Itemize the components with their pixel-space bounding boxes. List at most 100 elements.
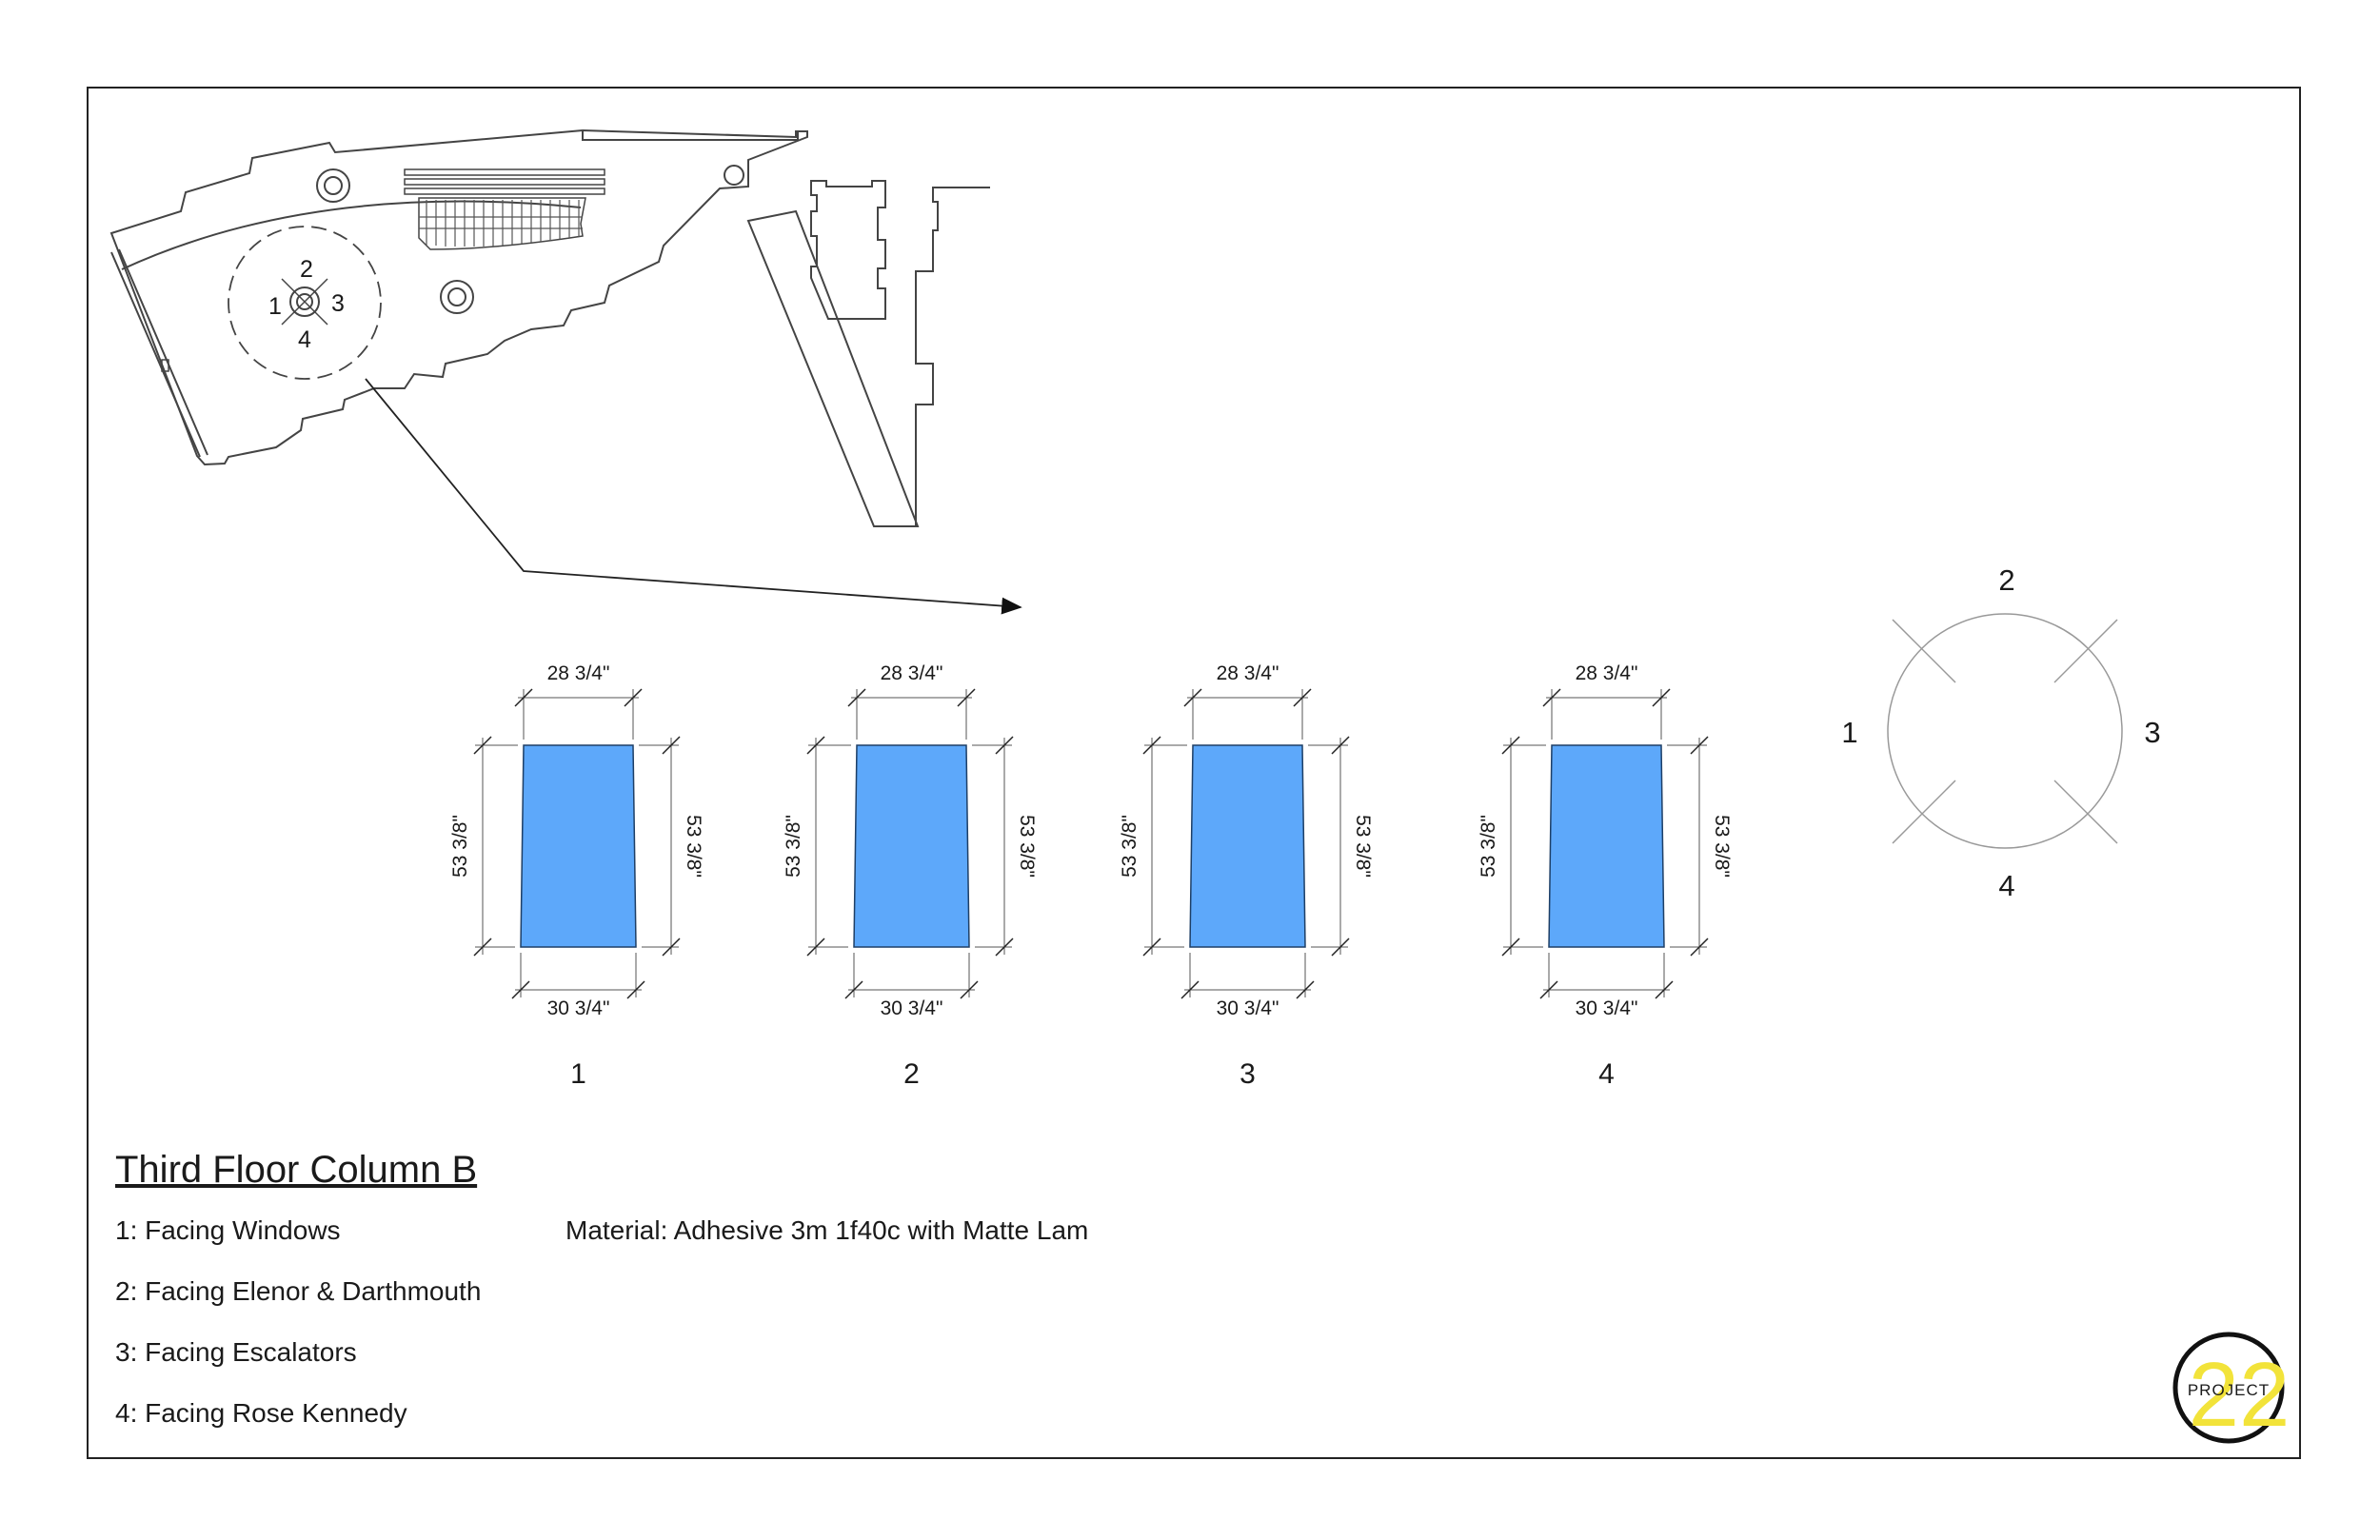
dimension-label-right: 53 3/8" xyxy=(1016,815,1038,878)
dimension-tick xyxy=(1142,938,1161,957)
panel-3: 28 3/4" 30 3/4" 53 3/8" 53 3/8" 3 xyxy=(1119,662,1374,1090)
compass-tick xyxy=(2053,619,2118,683)
panel-face xyxy=(1548,744,1665,948)
logo-ring xyxy=(2172,1332,2285,1444)
panel-1: 28 3/4"30 3/4"53 3/8"53 3/8"1 xyxy=(449,662,704,1090)
plan-label-2: 2 xyxy=(300,256,313,283)
dimension-tick xyxy=(662,736,681,755)
dimension-tick xyxy=(806,736,825,755)
compass-tick xyxy=(1892,619,1956,683)
dimension-label-left: 53 3/8" xyxy=(783,815,804,878)
dimension-tick xyxy=(1539,980,1558,999)
dimension-tick xyxy=(844,980,863,999)
dimension-tick xyxy=(1331,938,1350,957)
panel-group: 28 3/4" 30 3/4" 53 3/8" 53 3/8" 1 28 3/4" 30 3… xyxy=(449,662,1733,1090)
panel-number: 2 xyxy=(903,1058,920,1090)
dimension-tick xyxy=(806,938,825,957)
dimension-tick xyxy=(1501,736,1520,755)
dimension-tick xyxy=(662,938,681,957)
dimension-label-right: 53 3/8" xyxy=(1352,815,1374,878)
logo-text: PROJECT xyxy=(2188,1381,2270,1399)
room-wall xyxy=(915,187,990,526)
target-column-zone xyxy=(228,226,382,380)
dimension-label-top: 28 3/4" xyxy=(881,662,943,684)
compass-label-1: 1 xyxy=(1841,716,1857,749)
dimension-label-right: 53 3/8" xyxy=(683,815,704,878)
building-outline xyxy=(109,128,808,466)
dimension-tick xyxy=(1652,688,1671,707)
dimension-tick xyxy=(995,736,1014,755)
plan-column-labels: 1 2 3 4 xyxy=(268,256,345,353)
leader-arrow xyxy=(365,378,1022,615)
dimension-tick xyxy=(1690,938,1709,957)
dimension-tick xyxy=(1690,736,1709,755)
panel-face xyxy=(1189,744,1306,948)
sheet-border xyxy=(87,87,2301,1459)
floor-plan xyxy=(109,128,1022,615)
plan-label-1: 1 xyxy=(268,293,282,320)
column-marker xyxy=(324,176,343,195)
dimension-tick xyxy=(1142,736,1161,755)
compass-tick xyxy=(1892,780,1956,844)
dimension-label-top: 28 3/4" xyxy=(547,662,610,684)
dimension-label-left: 53 3/8" xyxy=(1119,815,1140,878)
dimension-label-bottom: 30 3/4" xyxy=(1576,997,1638,1019)
dimension-label-top: 28 3/4" xyxy=(1576,662,1638,684)
panel-number: 3 xyxy=(1240,1058,1256,1090)
dimension-tick xyxy=(1501,938,1520,957)
dimension-label-bottom: 30 3/4" xyxy=(1217,997,1279,1019)
dimension-tick xyxy=(624,688,643,707)
logo-numeral: 22 xyxy=(2189,1344,2291,1446)
dimension-tick xyxy=(1655,980,1674,999)
plan-label-4: 4 xyxy=(298,326,311,353)
column-marker xyxy=(447,287,466,306)
escalator xyxy=(404,168,605,250)
panel-4: 28 3/4" 30 3/4" 53 3/8" 53 3/8" 4 xyxy=(1478,662,1733,1090)
panel-face xyxy=(520,744,637,948)
dimension-label-bottom: 30 3/4" xyxy=(881,997,943,1019)
legend-item-2: 2: Facing Elenor & Darthmouth xyxy=(115,1276,481,1306)
material-note: Material: Adhesive 3m 1f40c with Matte L… xyxy=(565,1215,1088,1245)
dimension-tick xyxy=(995,938,1014,957)
door-mark xyxy=(161,359,169,372)
dimension-tick xyxy=(1331,736,1350,755)
inner-curve xyxy=(121,200,582,270)
dimension-label-top: 28 3/4" xyxy=(1217,662,1279,684)
compass-tick xyxy=(2053,780,2118,844)
panel-face xyxy=(853,744,970,948)
drawing-title: Third Floor Column B xyxy=(115,1149,477,1191)
panel-number: 1 xyxy=(570,1058,586,1090)
project-22-logo: 22 PROJECT xyxy=(2172,1332,2291,1446)
legend-item-3: 3: Facing Escalators xyxy=(115,1337,357,1367)
dimension-tick xyxy=(626,980,645,999)
plan-label-3: 3 xyxy=(331,290,345,317)
compass-label-4: 4 xyxy=(1998,869,2014,902)
dimension-tick xyxy=(1296,980,1315,999)
dimension-tick xyxy=(1180,980,1200,999)
dimension-tick xyxy=(957,688,976,707)
panel-number: 4 xyxy=(1598,1058,1615,1090)
compass-label-2: 2 xyxy=(1998,563,2014,597)
column-marker xyxy=(724,165,744,186)
dimension-tick xyxy=(960,980,979,999)
target-column xyxy=(296,293,313,310)
column-marker xyxy=(440,280,474,314)
dimension-tick xyxy=(511,980,530,999)
room-block xyxy=(810,180,886,320)
panel-2: 28 3/4" 30 3/4" 53 3/8" 53 3/8" 2 xyxy=(783,662,1038,1090)
compass-label-3: 3 xyxy=(2144,716,2160,749)
top-wall xyxy=(582,130,799,141)
compass-circle xyxy=(1887,613,2123,849)
dimension-label-right: 53 3/8" xyxy=(1711,815,1733,878)
dimension-tick xyxy=(473,736,492,755)
dimension-label-left: 53 3/8" xyxy=(1478,815,1499,878)
dimension-tick xyxy=(473,938,492,957)
orientation-compass: 1 2 3 4 xyxy=(1841,563,2160,902)
dimension-tick xyxy=(514,688,533,707)
target-column xyxy=(289,286,320,317)
dimension-tick xyxy=(1542,688,1561,707)
column-marker xyxy=(316,168,350,203)
dimension-tick xyxy=(847,688,866,707)
dimension-tick xyxy=(1183,688,1202,707)
